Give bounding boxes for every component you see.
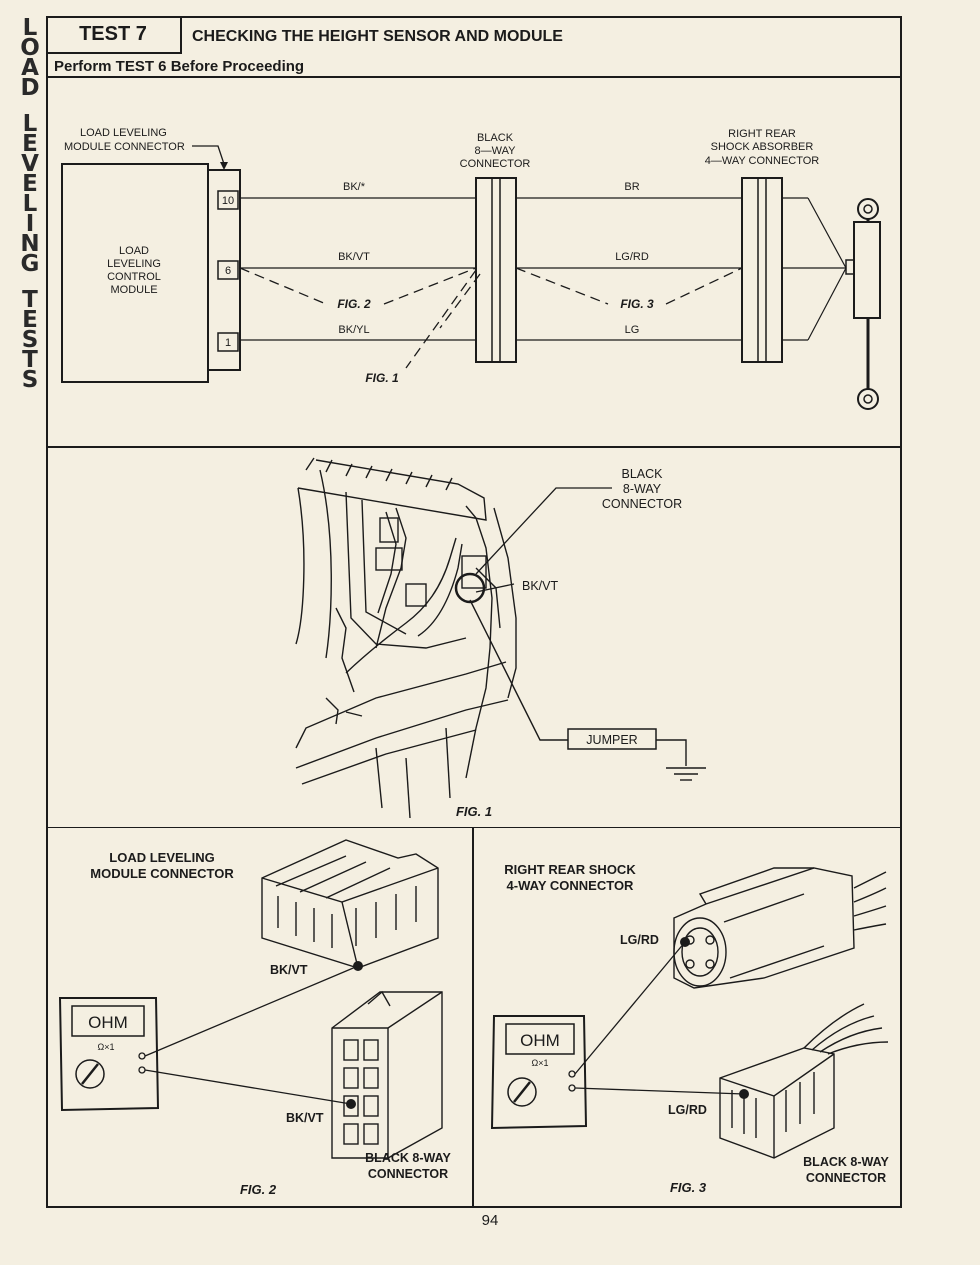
sidebar-letter: V xyxy=(21,151,39,177)
sidebar-letter: I xyxy=(25,211,35,237)
black-connector-label: BLACK 8-WAY xyxy=(365,1151,451,1165)
black-connector-label: CONNECTOR xyxy=(806,1171,886,1185)
black-connector-label: BLACK xyxy=(622,467,664,481)
black-connector-label: 8-WAY xyxy=(623,482,662,496)
sidebar-letter: E xyxy=(22,307,38,333)
black-connector-label: BLACK 8-WAY xyxy=(803,1155,889,1169)
test-number: TEST 7 xyxy=(46,16,182,54)
ohmmeter-icon xyxy=(490,1015,588,1130)
section-sidebar-title: L O A D L E V E L I N G T E S T S xyxy=(14,15,46,393)
vehicle-interior-drawing xyxy=(295,457,517,819)
fig3-reference: FIG. 3 xyxy=(620,297,654,311)
pin-label: 6 xyxy=(225,265,231,277)
wire-label: BK/VT xyxy=(286,1111,324,1125)
shock-connector-label: RIGHT REAR xyxy=(728,128,796,140)
black-connector-label: 8—WAY xyxy=(475,145,517,157)
module-label: CONTROL xyxy=(107,271,161,283)
page-frame xyxy=(46,16,902,1208)
wire-label: BK/YL xyxy=(338,324,369,336)
wire-label: LG/RD xyxy=(620,933,659,947)
sidebar-letter: L xyxy=(22,15,38,41)
fig1-vehicle-illustration: BLACK 8-WAY CONNECTOR BK/VT JUMPER FIG. … xyxy=(46,457,902,828)
black-8-way-connector-drawing xyxy=(331,990,443,1159)
sidebar-letter: S xyxy=(21,367,39,393)
fig2-caption: FIG. 2 xyxy=(240,1182,277,1197)
sidebar-letter: A xyxy=(21,55,39,81)
fig3-caption: FIG. 3 xyxy=(670,1180,707,1195)
sidebar-letter: S xyxy=(21,327,39,353)
module-connector-label: MODULE CONNECTOR xyxy=(64,141,185,153)
sidebar-letter: L xyxy=(22,111,38,137)
sidebar-letter: E xyxy=(22,171,38,197)
wire-label: LG xyxy=(625,324,640,336)
wire-label: LG/RD xyxy=(668,1103,707,1117)
page-number: 94 xyxy=(481,1212,499,1229)
ground-icon xyxy=(666,767,706,781)
meter-range: Ω×1 xyxy=(532,1058,549,1068)
sidebar-letter: T xyxy=(22,347,38,373)
sidebar-letter: G xyxy=(20,251,40,277)
meter-display: OHM xyxy=(88,1013,128,1032)
shock-connector-label: SHOCK ABSORBER xyxy=(711,141,814,153)
module-connector-drawing xyxy=(261,839,439,969)
module-label: LEVELING xyxy=(107,258,161,270)
module-label: MODULE xyxy=(110,284,157,296)
module-label: LOAD xyxy=(119,245,149,257)
sidebar-letter: L xyxy=(22,191,38,217)
sidebar-letter: E xyxy=(22,131,38,157)
sidebar-letter: N xyxy=(20,231,40,257)
sidebar-letter: T xyxy=(22,287,38,313)
pin-label: 1 xyxy=(225,337,231,349)
black-8-way-connector-drawing xyxy=(719,1003,889,1159)
shock-4-way-connector-drawing xyxy=(673,867,887,989)
wire-label: BK/VT xyxy=(270,963,308,977)
pin-label: 10 xyxy=(222,195,234,207)
fig2-module-connector-test: LOAD LEVELING MODULE CONNECTOR BK/VT BK/… xyxy=(58,828,474,1208)
module-connector-label: LOAD LEVELING xyxy=(80,127,167,139)
meter-display: OHM xyxy=(520,1031,560,1050)
fig1-caption: FIG. 1 xyxy=(456,804,492,819)
fig2-title: LOAD LEVELING xyxy=(109,850,214,865)
black-connector-label: BLACK xyxy=(477,132,514,144)
sidebar-letter: O xyxy=(20,35,40,61)
fig2-reference: FIG. 2 xyxy=(337,297,371,311)
fig2-title: MODULE CONNECTOR xyxy=(90,866,234,881)
wire-label: BK/VT xyxy=(338,251,370,263)
shock-4-way-connector xyxy=(741,177,783,363)
fig3-title: RIGHT REAR SHOCK xyxy=(504,862,636,877)
prerequisite-note: Perform TEST 6 Before Proceeding xyxy=(54,58,305,75)
test-header: TEST 7 CHECKING THE HEIGHT SENSOR AND MO… xyxy=(46,16,902,78)
black-connector-label: CONNECTOR xyxy=(602,497,682,511)
test-title: CHECKING THE HEIGHT SENSOR AND MODULE xyxy=(192,28,563,45)
black-connector-label: CONNECTOR xyxy=(368,1167,448,1181)
jumper-label: JUMPER xyxy=(586,733,637,747)
shock-connector-label: 4—WAY CONNECTOR xyxy=(705,155,820,167)
jumper-box xyxy=(567,728,657,750)
shock-absorber-icon xyxy=(845,198,881,410)
meter-range: Ω×1 xyxy=(98,1042,115,1052)
black-connector-label: CONNECTOR xyxy=(460,158,531,170)
fig3-title: 4-WAY CONNECTOR xyxy=(507,878,635,893)
wire-label: BR xyxy=(624,181,639,193)
connector-highlight-circle xyxy=(454,572,486,604)
black-8-way-connector xyxy=(475,177,517,363)
fig3-shock-connector-test: RIGHT REAR SHOCK 4-WAY CONNECTOR LG/RD L… xyxy=(490,862,889,1195)
wiring-schematic: LOAD LEVELING MODULE CONNECTOR LOAD LEVE… xyxy=(46,127,902,448)
sidebar-letter: D xyxy=(20,75,40,101)
wire-label: BK/VT xyxy=(522,579,558,593)
module-connector-box xyxy=(207,169,241,371)
wire-label: BK/* xyxy=(343,181,366,193)
wire-label: LG/RD xyxy=(615,251,649,263)
fig1-reference: FIG. 1 xyxy=(365,371,399,385)
